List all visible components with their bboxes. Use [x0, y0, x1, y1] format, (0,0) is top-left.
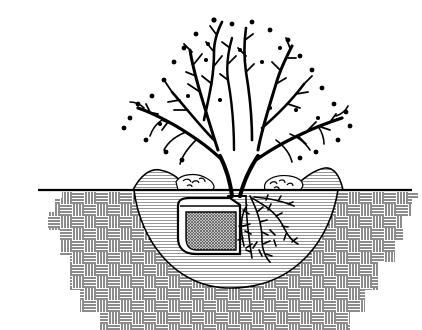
mulch-right	[265, 176, 303, 190]
mulch-left	[176, 175, 214, 190]
container-rootball	[178, 198, 240, 254]
canopy-dots	[122, 17, 353, 162]
